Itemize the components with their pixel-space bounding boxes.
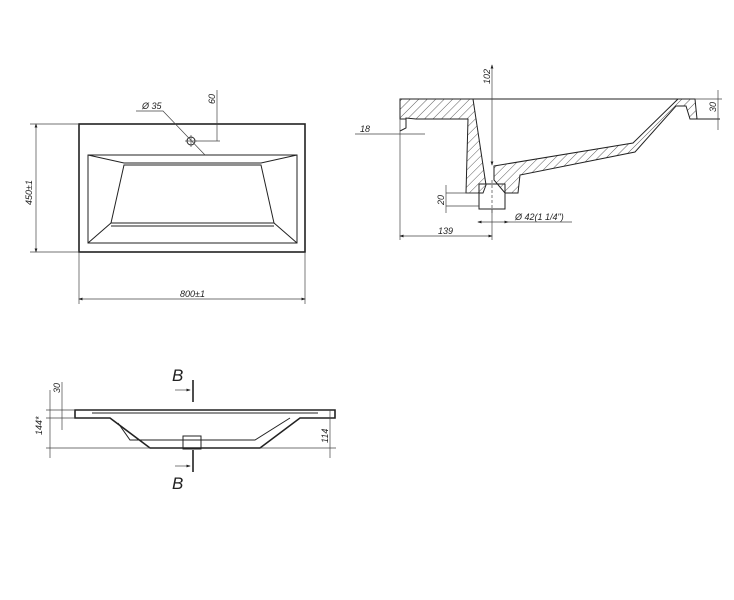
drain-height-label: 20 xyxy=(436,195,446,206)
wall-label: 18 xyxy=(360,124,370,134)
hole-offset-label: 60 xyxy=(207,94,217,104)
section-label-bottom: B xyxy=(172,474,183,493)
drain-diameter-label: Ø 42(1 1/4") xyxy=(514,212,564,222)
total-height-label: 144* xyxy=(34,416,44,435)
depth-label: 450±1 xyxy=(24,180,34,205)
hole-diameter-label: Ø 35 xyxy=(141,101,163,111)
drain-offset-label: 139 xyxy=(438,226,453,236)
top-view: Ø 35 60 450±1 800±1 xyxy=(24,90,306,304)
bowl-height-label: 114 xyxy=(320,429,330,443)
section-label-top: B xyxy=(172,366,183,385)
width-label: 800±1 xyxy=(180,289,205,299)
rim-label: 30 xyxy=(708,102,718,112)
front-rim-label: 30 xyxy=(52,383,62,393)
section-view: 102 30 18 20 Ø 42(1 1/4") 139 xyxy=(355,64,722,240)
height-label: 102 xyxy=(482,69,492,84)
front-view: 30 144* 114 B B xyxy=(34,366,336,493)
